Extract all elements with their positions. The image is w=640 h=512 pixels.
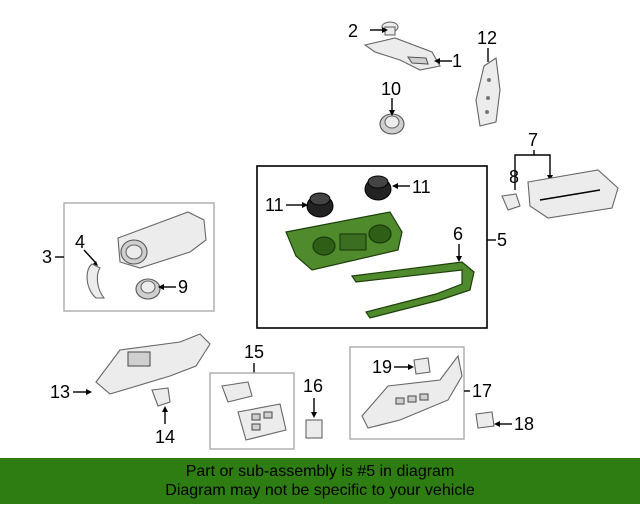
part-13-lower-panel — [95, 333, 211, 395]
callout-9: 9 — [178, 277, 188, 297]
group-box-17 — [349, 346, 465, 440]
callout-13: 13 — [50, 382, 70, 402]
part-14-clip — [151, 387, 171, 407]
callout-16: 16 — [303, 376, 323, 396]
callout-7: 7 — [528, 130, 538, 150]
callout-19: 19 — [372, 357, 392, 377]
part-10-knob — [379, 113, 405, 135]
group-box-15 — [209, 372, 295, 450]
part-4-tube — [86, 263, 106, 299]
part-12-side-panel — [475, 57, 501, 127]
part-15-switch-assembly — [221, 381, 287, 441]
banner-line-2: Diagram may not be specific to your vehi… — [165, 482, 475, 499]
callout-14: 14 — [155, 427, 175, 447]
part-6-trim-bezel — [350, 261, 475, 319]
callout-11-right: 11 — [412, 177, 431, 197]
part-9-knob — [135, 278, 161, 300]
part-17-center-panel — [361, 354, 463, 429]
part-3-dash-panel — [117, 211, 207, 269]
callout-1: 1 — [452, 51, 462, 71]
group-box-5 — [256, 165, 488, 329]
part-16-switch — [305, 419, 323, 439]
callout-12: 12 — [477, 28, 497, 48]
callout-5: 5 — [497, 230, 507, 250]
callout-15: 15 — [244, 342, 264, 362]
part-11-knob-left — [306, 192, 334, 218]
part-5-climate-control-panel — [285, 211, 403, 271]
callout-10: 10 — [381, 79, 401, 99]
callout-18: 18 — [514, 414, 534, 434]
callout-17: 17 — [472, 381, 492, 401]
callout-11-left: 11 — [265, 195, 284, 215]
parts-diagram: 2 1 12 10 7 8 3 4 — [42, 21, 619, 450]
part-18-switch — [475, 411, 495, 429]
part-7-glove-box — [527, 169, 619, 219]
part-19-clip — [413, 357, 431, 375]
part-8-clip — [501, 193, 521, 211]
banner-line-1: Part or sub-assembly is #5 in diagram — [185, 463, 455, 480]
callout-8: 8 — [509, 167, 519, 187]
part-1-bracket — [363, 37, 441, 71]
callout-6: 6 — [453, 224, 463, 244]
callout-2: 2 — [348, 21, 358, 41]
info-banner: Part or sub-assembly is #5 in diagram Di… — [0, 458, 640, 504]
part-11-knob-right — [364, 175, 392, 201]
callout-4: 4 — [75, 232, 85, 252]
callout-3: 3 — [42, 247, 52, 267]
